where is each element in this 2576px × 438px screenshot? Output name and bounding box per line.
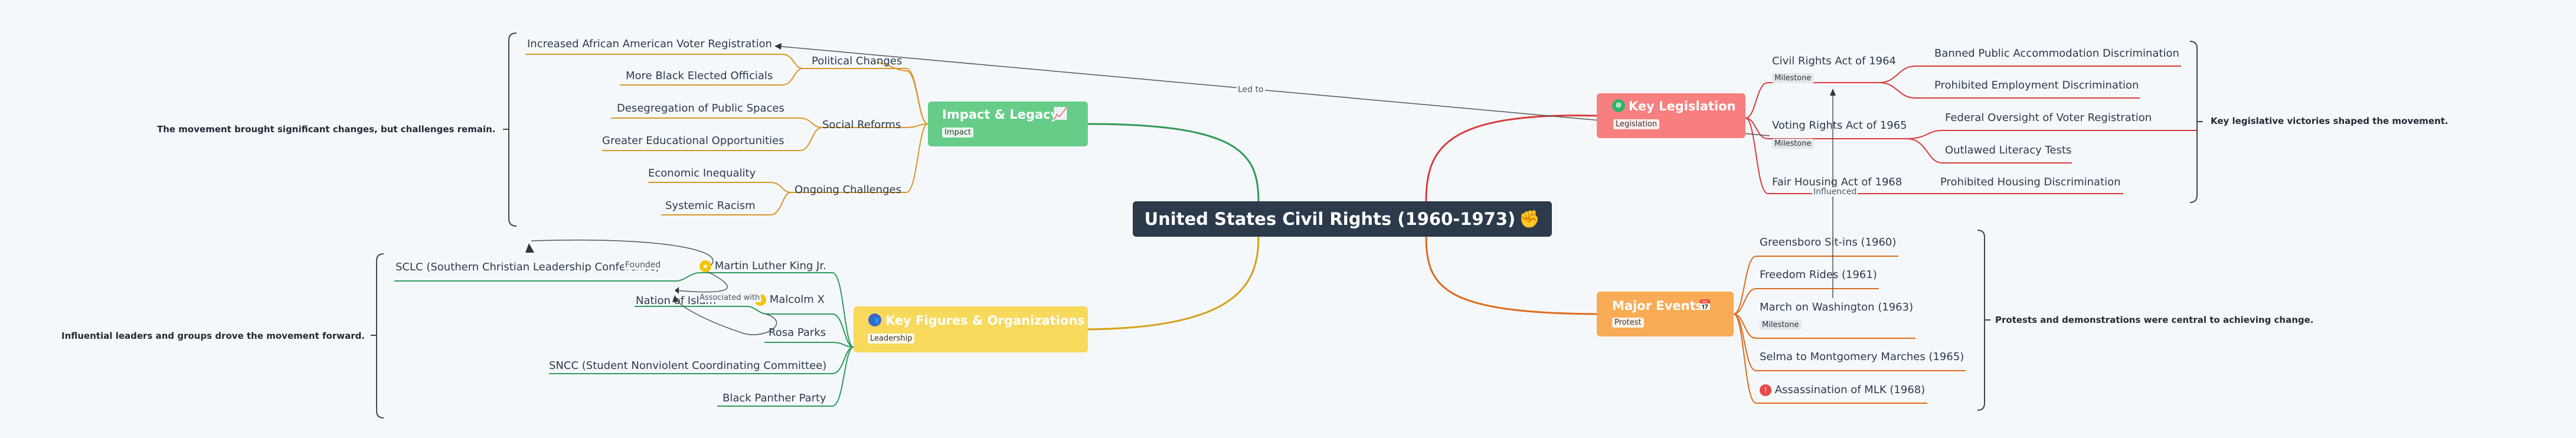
- seal-icon: ⊛: [1612, 99, 1625, 112]
- figure-rosa-parks[interactable]: Rosa Parks: [769, 326, 826, 339]
- branch-title: Key Figures & Organizations: [885, 313, 1085, 328]
- relation-led-to-label: Led to: [1237, 85, 1265, 94]
- org-nation-of-islam[interactable]: Nation of Islam: [636, 295, 717, 307]
- branch-impact-legacy[interactable]: Impact & Legacy 📈 Impact: [928, 102, 1088, 146]
- item-fair-housing-act[interactable]: Fair Housing Act of 1968: [1772, 176, 1902, 188]
- event-freedom-rides[interactable]: Freedom Rides (1961): [1760, 269, 1877, 281]
- event-assassination-mlk[interactable]: ! Assassination of MLK (1968): [1760, 384, 1925, 396]
- relation-founded-label: Founded: [624, 260, 662, 270]
- branch-major-events[interactable]: Major Events 📅 Protest: [1597, 292, 1734, 336]
- people-icon: 👥: [868, 313, 881, 326]
- branch-title: Impact & Legacy: [942, 107, 1059, 122]
- event-selma-marches[interactable]: Selma to Montgomery Marches (1965): [1760, 351, 1964, 363]
- figures-summary: Influential leaders and groups drove the…: [61, 331, 365, 341]
- event-greensboro[interactable]: Greensboro Sit-ins (1960): [1760, 236, 1897, 249]
- branch-key-figures[interactable]: 👥 Key Figures & Organizations Leadership: [854, 306, 1088, 352]
- leaf-outlawed-literacy-tests[interactable]: Outlawed Literacy Tests: [1945, 144, 2072, 156]
- leaf-increased-voter-registration[interactable]: Increased African American Voter Registr…: [527, 38, 772, 50]
- impact-summary: The movement brought significant changes…: [157, 124, 496, 135]
- central-topic[interactable]: United States Civil Rights (1960-1973) ✊: [1133, 201, 1552, 237]
- leadership-tag: Leadership: [868, 334, 915, 344]
- item-voting-rights-act[interactable]: Voting Rights Act of 1965: [1772, 119, 1907, 132]
- leaf-federal-oversight[interactable]: Federal Oversight of Voter Registration: [1945, 112, 2152, 124]
- leaf-prohibited-housing[interactable]: Prohibited Housing Discrimination: [1940, 176, 2121, 188]
- group-social-reforms[interactable]: Social Reforms: [822, 119, 901, 131]
- star-icon: ★: [699, 260, 711, 272]
- item-civil-rights-act[interactable]: Civil Rights Act of 1964: [1772, 55, 1896, 67]
- group-ongoing-challenges[interactable]: Ongoing Challenges: [795, 184, 901, 196]
- leaf-economic-inequality[interactable]: Economic Inequality: [648, 167, 756, 179]
- leaf-banned-public-accommodation[interactable]: Banned Public Accommodation Discriminati…: [1934, 47, 2179, 60]
- impact-tag: Impact: [942, 128, 973, 138]
- branch-title: Key Legislation: [1629, 99, 1736, 113]
- org-black-panther-party[interactable]: Black Panther Party: [723, 392, 826, 404]
- event-march-on-washington[interactable]: March on Washington (1963): [1760, 301, 1914, 313]
- org-sncc[interactable]: SNCC (Student Nonviolent Coordinating Co…: [549, 359, 827, 372]
- org-sclc[interactable]: SCLC (Southern Christian Leadership Conf…: [395, 261, 660, 273]
- milestone-badge: Milestone: [1772, 139, 1814, 149]
- events-summary: Protests and demonstrations were central…: [1995, 315, 2314, 325]
- relation-influenced-label: Influenced: [1812, 187, 1858, 197]
- milestone-badge: Milestone: [1760, 320, 1802, 330]
- leaf-educational-opportunities[interactable]: Greater Educational Opportunities: [602, 135, 784, 147]
- legislation-tag: Legislation: [1613, 119, 1660, 129]
- branch-title: Major Events: [1612, 299, 1704, 313]
- protest-tag: Protest: [1612, 318, 1644, 328]
- chart-up-icon: 📈: [1053, 106, 1068, 120]
- central-title: United States Civil Rights (1960-1973): [1144, 209, 1516, 229]
- milestone-badge: Milestone: [1772, 73, 1814, 83]
- legislation-summary: Key legislative victories shaped the mov…: [2211, 116, 2448, 126]
- leaf-prohibited-employment[interactable]: Prohibited Employment Discrimination: [1934, 79, 2139, 91]
- group-political-changes[interactable]: Political Changes: [812, 55, 903, 67]
- figure-malcolm-x[interactable]: ☪ Malcolm X: [754, 293, 825, 306]
- leaf-more-black-elected-officials[interactable]: More Black Elected Officials: [626, 70, 773, 82]
- relation-associated-label: Associated with: [698, 293, 761, 302]
- leaf-desegregation[interactable]: Desegregation of Public Spaces: [617, 102, 784, 115]
- branch-key-legislation[interactable]: ⊛ Key Legislation Legislation: [1597, 93, 1745, 138]
- calendar-icon: 📅: [1698, 299, 1712, 312]
- figure-mlk[interactable]: ★ Martin Luther King Jr.: [699, 260, 826, 272]
- fist-icon: ✊: [1519, 208, 1541, 229]
- leaf-systemic-racism[interactable]: Systemic Racism: [665, 200, 756, 212]
- alert-icon: !: [1760, 384, 1771, 396]
